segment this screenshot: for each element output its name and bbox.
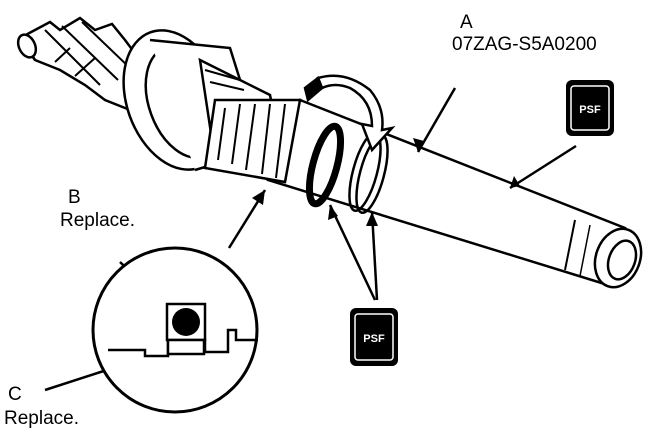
pinion-shaft bbox=[266, 98, 643, 289]
seal-ring-b bbox=[172, 308, 200, 336]
seal-rings bbox=[305, 122, 389, 215]
callout-b-text: Replace. bbox=[60, 210, 135, 231]
valve-spline bbox=[203, 98, 302, 184]
psf-badge-bottom: PSF bbox=[350, 308, 398, 366]
callout-c-letter: C bbox=[8, 384, 22, 405]
pinion-gear bbox=[16, 16, 142, 112]
callout-c-text: Replace. bbox=[4, 408, 79, 429]
psf-badge-top: PSF bbox=[566, 80, 614, 136]
callout-b-letter: B bbox=[68, 187, 81, 208]
callout-a-text: 07ZAG-S5A0200 bbox=[452, 34, 597, 55]
callout-a-letter: A bbox=[460, 12, 473, 33]
svg-text:PSF: PSF bbox=[363, 333, 385, 345]
svg-text:PSF: PSF bbox=[579, 104, 601, 116]
rotation-arrow-icon bbox=[303, 74, 396, 153]
